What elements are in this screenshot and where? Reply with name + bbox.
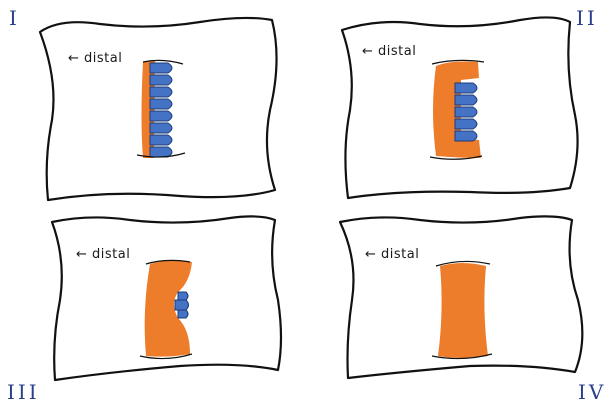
distal-label-ii: ← distal (362, 44, 416, 59)
panel-numeral-iii: III (7, 380, 40, 404)
distal-label-iv: ← distal (365, 247, 419, 262)
panel-iv (340, 216, 582, 378)
distal-label-i: ← distal (68, 51, 122, 66)
distal-label-iii: ← distal (76, 247, 130, 262)
panel-numeral-i: I (9, 6, 20, 30)
coin-stack-iii (175, 292, 189, 318)
coin-stack-ii (455, 83, 477, 141)
panel-i (40, 18, 277, 200)
panel-numeral-iv: IV (578, 380, 606, 404)
panel-iii (52, 216, 281, 380)
orange-region-iv (438, 263, 488, 358)
panel-numeral-ii: II (576, 6, 598, 30)
